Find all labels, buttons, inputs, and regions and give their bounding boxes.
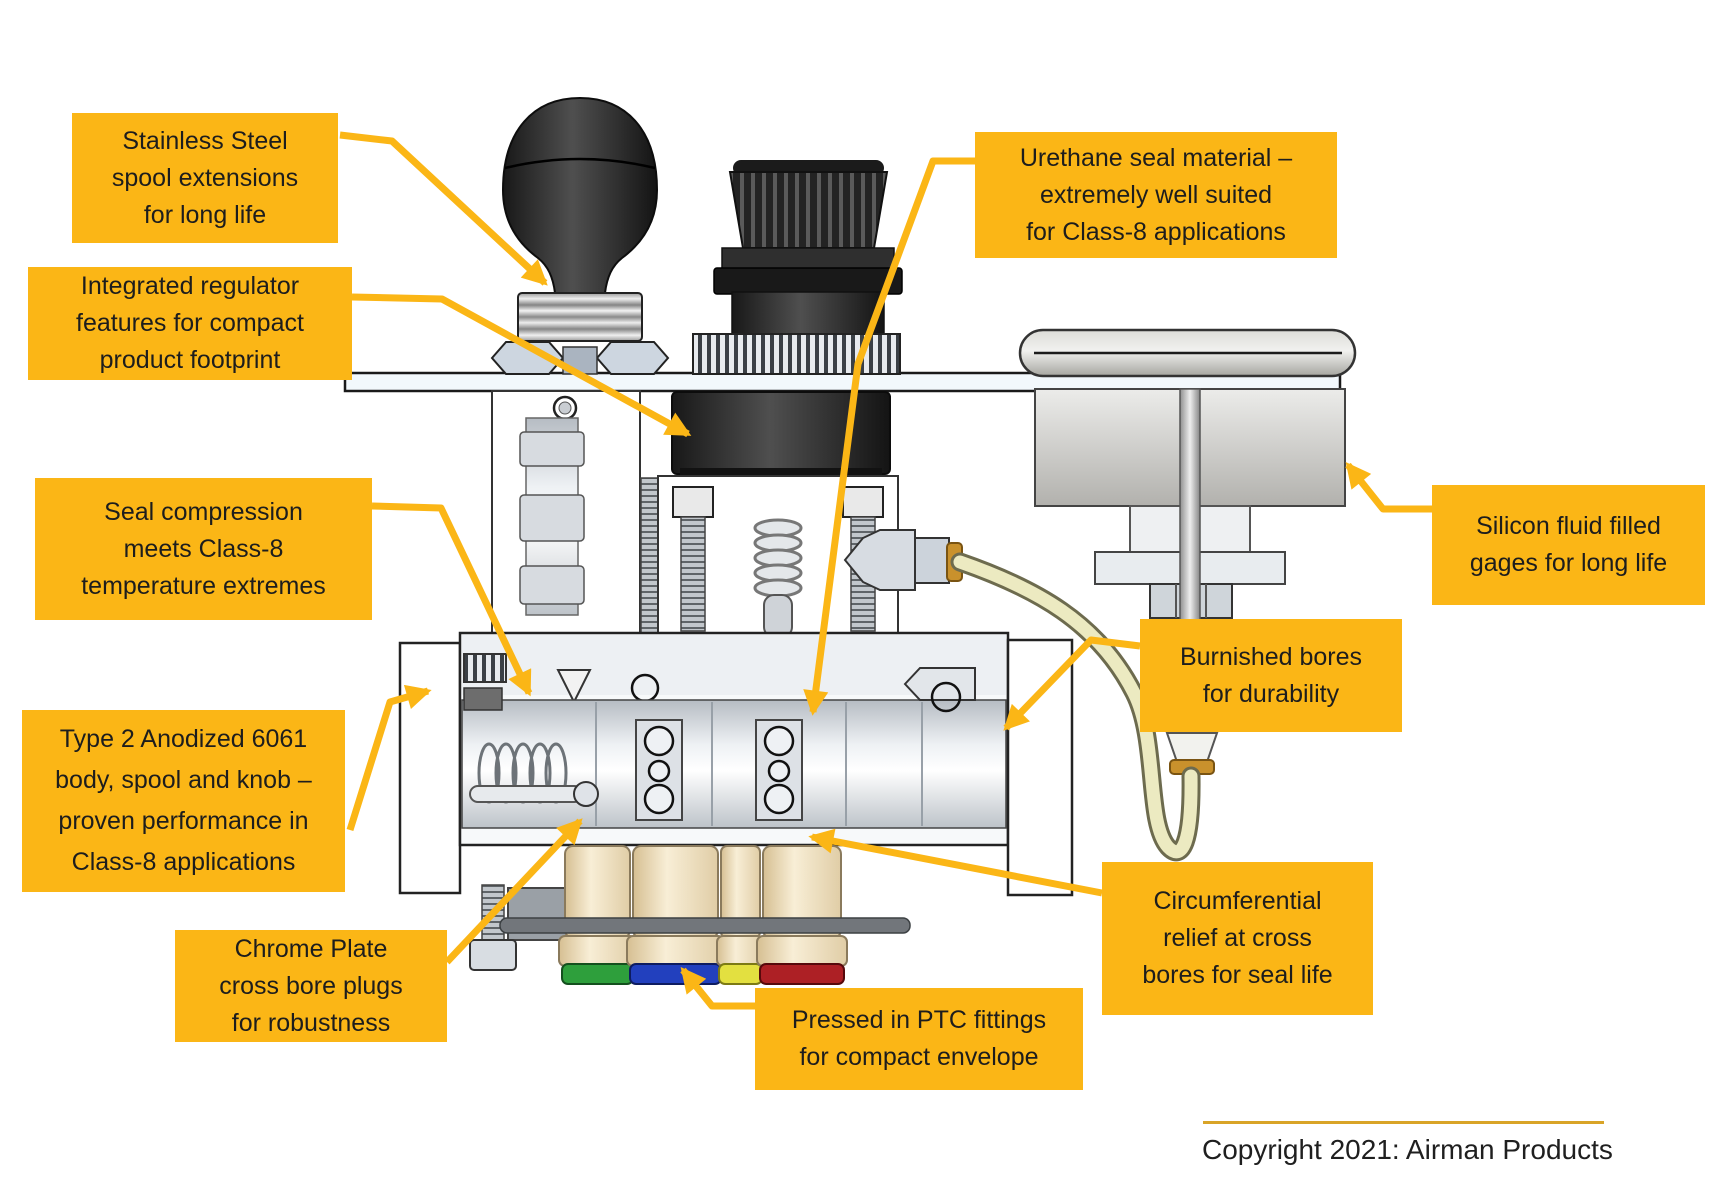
- arrow-silicon-gages: [1345, 462, 1432, 513]
- callout-burnished-bores: Burnished bores for durability: [1140, 619, 1402, 732]
- callout-seal-compression: Seal compression meets Class-8 temperatu…: [35, 478, 372, 620]
- copyright-text: Copyright 2021: Airman Products: [1202, 1134, 1613, 1165]
- blue-port-ring: [629, 963, 722, 985]
- callout-line: relief at cross: [1163, 924, 1312, 952]
- arrow-chrome-plate: [444, 818, 583, 965]
- gauge-tube: [950, 552, 1201, 862]
- pull-knob: [490, 96, 670, 375]
- regulator-section: [491, 390, 963, 638]
- callout-line: Integrated regulator: [80, 272, 300, 300]
- callout-line: Class-8 applications: [71, 848, 296, 876]
- ptc-fitting-2: [626, 845, 725, 985]
- arrow-seal-compression: [371, 502, 533, 697]
- callout-urethane-seal: Urethane seal material – extremely well …: [975, 132, 1337, 258]
- arrow-pressed-ptc: [680, 967, 755, 1010]
- ptc-fitting-1: [558, 845, 637, 985]
- footer-divider: [1203, 1121, 1604, 1124]
- callout-line: Type 2 Anodized 6061: [59, 725, 308, 753]
- callout-line: Silicon fluid filled: [1476, 512, 1661, 540]
- callout-line: gages for long life: [1469, 549, 1668, 577]
- callout-line: Pressed in PTC fittings: [791, 1006, 1047, 1034]
- arrow-integrated-regulator: [351, 293, 692, 438]
- callout-stainless-steel: Stainless Steel spool extensions for lon…: [72, 113, 338, 243]
- callout-line: Stainless Steel: [122, 126, 288, 155]
- yellow-port-ring: [718, 963, 763, 985]
- callout-line: product footprint: [99, 346, 281, 374]
- regulator-knob: [692, 160, 903, 375]
- red-port-ring: [759, 963, 845, 985]
- arrow-circumferential-relief: [808, 828, 1103, 897]
- callout-pressed-ptc: Pressed in PTC fittings for compact enve…: [755, 988, 1083, 1090]
- callout-line: Circumferential: [1153, 887, 1322, 915]
- retainer-rod: [499, 917, 911, 934]
- callout-line: features for compact: [76, 309, 304, 337]
- green-port-ring: [561, 963, 634, 985]
- pressure-gauge: [1006, 328, 1357, 897]
- ptc-fitting-4: [756, 845, 848, 985]
- gauge-bracket-leg: [1006, 638, 1074, 897]
- callout-line: Chrome Plate: [234, 934, 388, 963]
- callout-line: Seal compression: [104, 497, 303, 526]
- callout-line: spool extensions: [111, 163, 299, 192]
- callout-line: meets Class-8: [123, 534, 284, 563]
- arrow-type2-anodized: [346, 684, 432, 832]
- callout-line: Burnished bores: [1179, 642, 1363, 671]
- callout-line: temperature extremes: [81, 571, 326, 600]
- callout-line: Urethane seal material –: [1019, 143, 1293, 172]
- callout-line: bores for seal life: [1142, 961, 1333, 989]
- callout-circumferential-relief: Circumferential relief at cross bores fo…: [1102, 862, 1373, 1015]
- callout-chrome-plate: Chrome Plate cross bore plugs for robust…: [175, 930, 447, 1042]
- callout-line: for long life: [143, 200, 267, 229]
- arrow-stainless-steel: [339, 131, 548, 286]
- arrow-urethane-seal: [803, 157, 975, 716]
- callout-line: for Class-8 applications: [1026, 217, 1286, 246]
- callout-line: proven performance in: [58, 807, 309, 835]
- callout-line: for durability: [1202, 679, 1340, 708]
- callout-line: for robustness: [231, 1008, 391, 1037]
- callout-line: cross bore plugs: [219, 971, 403, 1000]
- arrow-burnished-bores: [1003, 636, 1141, 731]
- callout-integrated-regulator: Integrated regulator features for compac…: [28, 267, 352, 380]
- callout-type2-anodized: Type 2 Anodized 6061 body, spool and kno…: [22, 710, 345, 892]
- callout-line: for compact envelope: [799, 1043, 1039, 1071]
- callout-line: body, spool and knob –: [55, 766, 312, 794]
- valve-body: [398, 631, 1010, 973]
- callout-silicon-gages: Silicon fluid filled gages for long life: [1432, 485, 1705, 605]
- callout-line: extremely well suited: [1039, 180, 1273, 209]
